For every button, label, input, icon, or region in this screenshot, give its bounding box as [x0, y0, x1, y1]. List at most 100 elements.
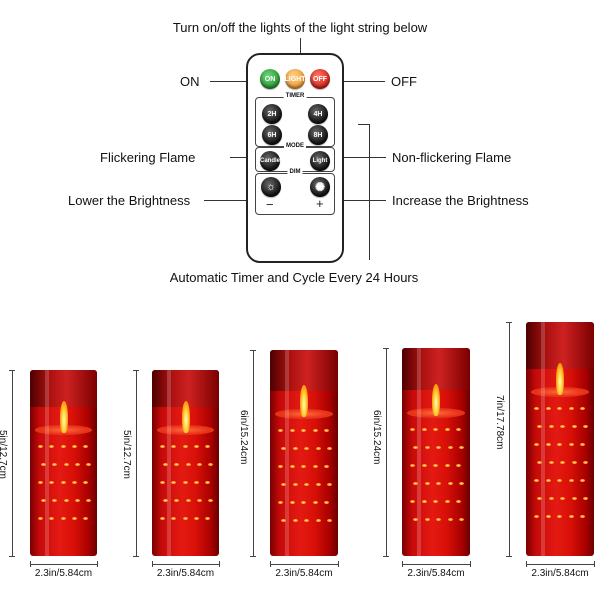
- bracket-line: [369, 124, 370, 260]
- glass-rim: [270, 350, 338, 391]
- timer-8h-button[interactable]: 8H: [308, 125, 328, 145]
- dimension-tick: [383, 556, 389, 557]
- candle-4: [402, 348, 470, 556]
- light-dot: [83, 517, 88, 520]
- flame-icon: [59, 401, 68, 433]
- light-dot: [160, 445, 165, 448]
- dim-up-button[interactable]: ✺: [310, 177, 330, 197]
- mode-label: MODE: [284, 143, 306, 149]
- dim-sun-icon: ☼: [265, 181, 277, 193]
- height-dimension-line: [136, 370, 137, 556]
- plus-sign: +: [316, 196, 324, 211]
- dimension-tick: [219, 561, 220, 567]
- light-dot: [60, 517, 66, 520]
- light-dot: [160, 481, 165, 484]
- width-dimension-line: [30, 564, 97, 565]
- dimension-tick: [9, 370, 15, 371]
- timer-6h-button[interactable]: 6H: [262, 125, 282, 145]
- light-dot: [49, 481, 55, 484]
- light-dot: [571, 497, 577, 500]
- width-dimension-line: [526, 564, 594, 565]
- light-dot: [315, 447, 321, 450]
- remote-control: ON LIGHT OFF TIMER 2H 4H 6H 8H MODE Cand…: [246, 53, 344, 263]
- light-dot: [324, 429, 329, 432]
- dimension-tick: [402, 561, 403, 567]
- light-dot: [324, 465, 329, 468]
- callout-off: OFF: [391, 74, 417, 89]
- mode-candle-button[interactable]: Candle: [260, 151, 280, 171]
- height-dimension-line: [386, 348, 387, 556]
- callout-nonflicker: Non-flickering Flame: [392, 150, 512, 165]
- bright-sun-icon: ✺: [314, 180, 326, 194]
- flame-icon: [432, 384, 440, 416]
- light-dot: [424, 482, 430, 485]
- light-dot: [436, 518, 441, 521]
- light-dot: [278, 429, 283, 432]
- light-dot: [60, 481, 66, 484]
- callout-flicker-line: [230, 157, 250, 158]
- light-dot: [281, 519, 286, 522]
- light-dot: [315, 519, 321, 522]
- callout-lower: Lower the Brightness: [68, 193, 191, 208]
- on-button[interactable]: ON: [260, 69, 280, 89]
- dimension-tick: [594, 561, 595, 567]
- light-dot: [208, 499, 213, 502]
- width-label: 2.3in/5.84cm: [34, 568, 93, 579]
- light-dot: [63, 499, 69, 502]
- light-dot: [580, 443, 585, 446]
- light-dot: [38, 445, 43, 448]
- candle-5: [526, 322, 594, 556]
- light-dot: [208, 463, 213, 466]
- light-dot: [580, 479, 585, 482]
- light-dot: [534, 407, 539, 410]
- callout-increase: Increase the Brightness: [392, 193, 529, 208]
- light-dot: [193, 517, 199, 520]
- light-dot: [534, 479, 539, 482]
- light-dot: [171, 481, 177, 484]
- light-dot: [281, 483, 286, 486]
- off-button[interactable]: OFF: [310, 69, 330, 89]
- light-dot: [424, 446, 430, 449]
- timer-4h-button[interactable]: 4H: [308, 104, 328, 124]
- light-button[interactable]: LIGHT: [285, 69, 306, 89]
- light-dot: [160, 517, 165, 520]
- mode-light-button[interactable]: Light: [310, 151, 330, 171]
- light-dot: [436, 482, 441, 485]
- callout-increase-line: [340, 200, 386, 201]
- timer-2h-button[interactable]: 2H: [262, 104, 282, 124]
- dimension-tick: [9, 556, 15, 557]
- light-dot: [545, 515, 551, 518]
- light-dot: [196, 463, 202, 466]
- callout-top: Turn on/off the lights of the light stri…: [172, 20, 428, 35]
- light-dot: [171, 445, 177, 448]
- light-dot: [421, 500, 427, 503]
- flame-icon: [300, 385, 308, 417]
- light-dot: [459, 446, 464, 449]
- timer-group: TIMER 2H 4H 6H 8H: [255, 93, 335, 147]
- light-dot: [292, 447, 298, 450]
- dim-down-button[interactable]: ☼: [261, 177, 281, 197]
- light-dot: [548, 461, 554, 464]
- dimension-tick: [250, 556, 256, 557]
- glass-rim: [526, 322, 594, 369]
- light-dot: [548, 425, 554, 428]
- light-dot: [327, 483, 332, 486]
- light-dot: [545, 479, 551, 482]
- light-dot: [41, 499, 46, 502]
- callout-bottom: Automatic Timer and Cycle Every 24 Hours: [169, 270, 419, 285]
- light-dot: [193, 481, 199, 484]
- dimension-tick: [470, 561, 471, 567]
- candle-3: [270, 350, 338, 556]
- light-dot: [444, 500, 450, 503]
- light-dot: [86, 499, 91, 502]
- light-dot: [174, 499, 180, 502]
- bracket-top: [358, 124, 370, 125]
- light-dot: [459, 518, 464, 521]
- light-dot: [444, 464, 450, 467]
- glass-highlight: [167, 370, 171, 556]
- callout-nonflicker-line: [340, 157, 386, 158]
- light-dot: [410, 500, 415, 503]
- light-dot: [182, 481, 188, 484]
- height-label: 6in/15.24cm: [238, 410, 249, 465]
- dim-group: DIM ☼ ✺ − +: [255, 169, 335, 215]
